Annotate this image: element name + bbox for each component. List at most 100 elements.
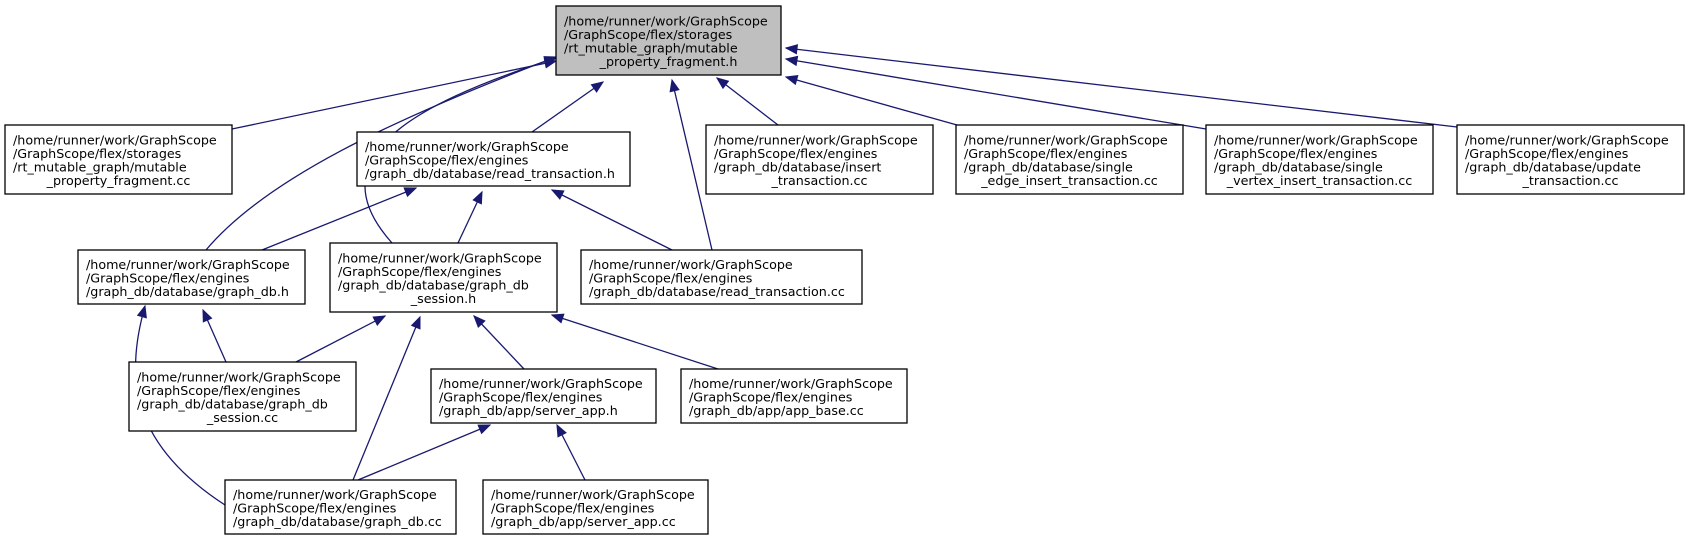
node-label-line: /home/runner/work/GraphScope [86,257,290,272]
arrowhead-icon [550,189,565,200]
node-label-line: /graph_db/database/graph_db [338,278,529,293]
node-server-app-cc[interactable]: /home/runner/work/GraphScope/GraphScope/… [482,479,709,535]
arrowhead-icon [784,44,799,55]
node-single-vertex-insert-cc[interactable]: /home/runner/work/GraphScope/GraphScope/… [1205,124,1434,195]
node-box [1456,124,1685,195]
node-label-line: /graph_db/app/server_app.cc [491,514,676,529]
edge-graph-db-h-to-read-transaction-h [261,187,418,251]
node-label-line: /GraphScope/flex/engines [365,152,528,167]
node-label-line: _transaction.cc [1522,173,1619,188]
node-box [555,5,782,76]
node-app-base-cc[interactable]: /home/runner/work/GraphScope/GraphScope/… [680,368,908,424]
node-label-line: _edge_insert_transaction.cc [980,173,1158,188]
node-mutable-fragment-cc[interactable]: /home/runner/work/GraphScope/GraphScope/… [4,124,233,195]
node-label-line: /graph_db/database/insert [714,160,881,175]
arrowhead-icon [410,315,421,330]
node-box [482,479,709,535]
node-label-line: /graph_db/app/app_base.cc [689,403,864,418]
node-label-line: /home/runner/work/GraphScope [13,133,217,148]
arrowhead-icon [477,424,492,435]
arrowhead-icon [669,78,680,93]
edge-single-edge-insert-cc-to-mutable-fragment-h [784,75,958,126]
node-label-line: /GraphScope/flex/engines [1214,146,1377,161]
node-box [680,368,908,424]
node-graph-db-session-h[interactable]: /home/runner/work/GraphScope/GraphScope/… [329,242,558,313]
node-label-line: /GraphScope/flex/engines [233,500,396,515]
node-label-line: /graph_db/database/single [1214,160,1383,175]
node-label-line: /graph_db/database/graph_db.cc [233,514,442,529]
node-label-line: /home/runner/work/GraphScope [714,133,918,148]
node-server-app-h[interactable]: /home/runner/work/GraphScope/GraphScope/… [430,368,657,424]
node-box [580,249,863,305]
node-label-line: /graph_db/database/read_transaction.cc [589,284,845,299]
node-label-line: /GraphScope/flex/engines [439,389,602,404]
edge-graph-db-session-h-to-read-transaction-h [457,190,483,244]
node-label-line: /graph_db/database/graph_db.h [86,284,289,299]
node-label-line: _property_fragment.h [599,54,738,69]
node-label-line: /home/runner/work/GraphScope [491,487,695,502]
node-label-line: /home/runner/work/GraphScope [365,139,569,154]
edge-graph-db-session-cc-to-graph-db-h [202,308,227,363]
arrowhead-icon [202,308,213,323]
node-label-line: /home/runner/work/GraphScope [233,487,437,502]
node-label-line: /GraphScope/flex/engines [137,383,300,398]
nodes-layer: /home/runner/work/GraphScope/GraphScope/… [4,5,1685,535]
node-insert-transaction-cc[interactable]: /home/runner/work/GraphScope/GraphScope/… [705,124,934,195]
arrowhead-icon [372,315,387,326]
edge-app-base-cc-to-graph-db-session-h [550,313,719,370]
arrowhead-icon [556,423,567,438]
node-box [4,124,233,195]
node-label-line: _session.cc [206,410,278,425]
node-label-line: /GraphScope/flex/engines [689,389,852,404]
node-label-line: /GraphScope/flex/engines [338,264,501,279]
edge-server-app-cc-to-server-app-h [556,423,586,481]
edge-server-app-h-to-graph-db-session-h [473,315,525,370]
node-graph-db-cc[interactable]: /home/runner/work/GraphScope/GraphScope/… [224,479,457,535]
arrowhead-icon [473,315,486,328]
node-box [430,368,657,424]
node-label-line: /GraphScope/flex/engines [491,500,654,515]
node-update-transaction-cc[interactable]: /home/runner/work/GraphScope/GraphScope/… [1456,124,1685,195]
edge-graph-db-cc-to-server-app-h [357,424,492,481]
arrowhead-icon [472,190,483,205]
node-label-line: /home/runner/work/GraphScope [964,133,1168,148]
node-label-line: /home/runner/work/GraphScope [439,376,643,391]
node-label-line: /rt_mutable_graph/mutable [13,160,187,175]
node-box [356,131,631,187]
node-label-line: _transaction.cc [771,173,868,188]
node-read-transaction-h[interactable]: /home/runner/work/GraphScope/GraphScope/… [356,131,631,187]
node-label-line: /graph_db/database/read_transaction.h [365,166,615,181]
node-label-line: /home/runner/work/GraphScope [1465,133,1669,148]
node-label-line: /home/runner/work/GraphScope [564,14,768,29]
node-label-line: /GraphScope/flex/storages [13,146,181,161]
node-label-line: /GraphScope/flex/engines [86,270,249,285]
node-label-line: _session.h [410,291,476,306]
arrowhead-icon [136,304,147,319]
node-box [955,124,1184,195]
edges-layer [135,44,1458,506]
node-single-edge-insert-cc[interactable]: /home/runner/work/GraphScope/GraphScope/… [955,124,1184,195]
arrowhead-icon [715,77,730,90]
node-label-line: /home/runner/work/GraphScope [1214,133,1418,148]
node-read-transaction-cc[interactable]: /home/runner/work/GraphScope/GraphScope/… [580,249,863,305]
node-label-line: /graph_db/database/graph_db [137,397,328,412]
node-label-line: /rt_mutable_graph/mutable [564,41,738,56]
node-graph-db-session-cc[interactable]: /home/runner/work/GraphScope/GraphScope/… [128,361,357,432]
arrowhead-icon [590,81,605,93]
edge-read-transaction-cc-to-read-transaction-h [550,189,673,251]
node-label-line: /GraphScope/flex/engines [589,270,752,285]
arrowhead-icon [550,313,565,324]
edge-single-vertex-insert-cc-to-mutable-fragment-h [784,55,1207,130]
node-box [224,479,457,535]
node-mutable-fragment-h[interactable]: /home/runner/work/GraphScope/GraphScope/… [555,5,782,76]
node-graph-db-h[interactable]: /home/runner/work/GraphScope/GraphScope/… [77,249,306,305]
edge-insert-transaction-cc-to-mutable-fragment-h [715,77,779,126]
node-label-line: /home/runner/work/GraphScope [137,370,341,385]
node-box [77,249,306,305]
node-label-line: /graph_db/app/server_app.h [439,403,618,418]
arrowhead-icon [784,75,799,86]
edge-read-transaction-cc-to-mutable-fragment-h [669,78,713,251]
edge-mutable-fragment-cc-to-mutable-fragment-h [231,58,558,130]
node-label-line: /home/runner/work/GraphScope [589,257,793,272]
